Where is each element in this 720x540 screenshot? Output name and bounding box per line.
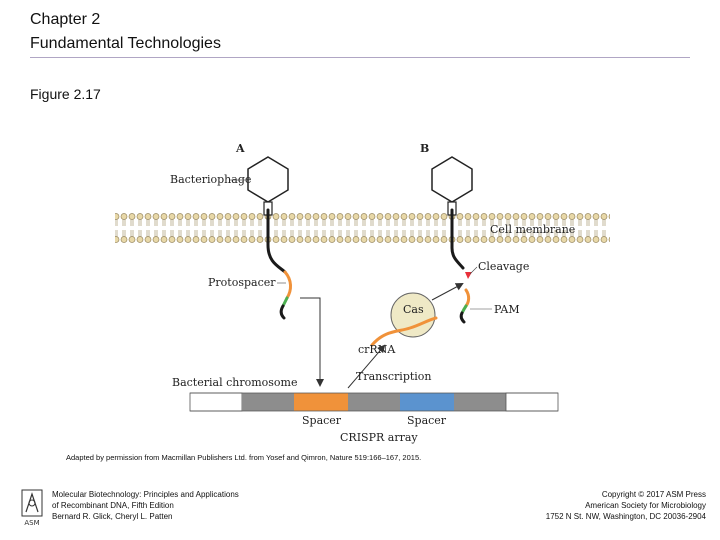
- slide-header: Chapter 2 Fundamental Technologies: [30, 8, 221, 56]
- bacterial-chromosome-label: Bacterial chromosome: [172, 376, 297, 389]
- transcription-label: Transcription: [356, 370, 432, 383]
- book-authors: Bernard R. Glick, Cheryl L. Patten: [52, 512, 173, 521]
- book-edition: of Recombinant DNA, Fifth Edition: [52, 501, 174, 510]
- spacer-segment-2: [400, 393, 454, 411]
- chromosome-bar: [189, 392, 559, 412]
- repeat-segment-3: [454, 393, 506, 411]
- arrow-protospacer-to-chromosome: [300, 297, 324, 387]
- spacer-label-1: Spacer: [302, 414, 342, 427]
- panel-b-letter: B: [420, 142, 429, 155]
- cas-complex: [370, 292, 438, 347]
- injected-dna-a: [266, 208, 292, 320]
- chapter-title: Fundamental Technologies: [30, 35, 221, 52]
- cell-membrane: [115, 213, 610, 243]
- panel-a-letter: A: [235, 142, 245, 155]
- repeat-segment-1: [242, 393, 294, 411]
- publisher-line: American Society for Microbiology: [585, 501, 706, 510]
- spacer-label-2: Spacer: [407, 414, 447, 427]
- chapter-number: Chapter 2: [30, 11, 101, 28]
- cleavage-label: Cleavage: [478, 260, 529, 273]
- cell-membrane-label: Cell membrane: [490, 223, 575, 236]
- cas-label: Cas: [403, 303, 424, 316]
- pam-label: PAM: [494, 303, 520, 316]
- spacer-segment-1: [294, 393, 348, 411]
- address-line: 1752 N St. NW, Washington, DC 20036-2904: [545, 512, 706, 521]
- asm-press-logo: ASM: [21, 489, 43, 527]
- header-divider: [30, 57, 690, 58]
- injected-dna-b: [450, 208, 471, 324]
- arrow-transcription: [347, 344, 386, 389]
- bacteriophage-a: [247, 156, 289, 216]
- bacteriophage-label: Bacteriophage: [170, 173, 251, 186]
- book-citation: Molecular Biotechnology: Principles and …: [52, 489, 239, 522]
- bacteriophage-b: [431, 156, 473, 216]
- logo-text: ASM: [24, 519, 39, 527]
- figure-credit: Adapted by permission from Macmillan Pub…: [66, 453, 422, 462]
- copyright-block: Copyright © 2017 ASM Press American Soci…: [546, 489, 706, 522]
- figure-label: Figure 2.17: [30, 86, 101, 102]
- copyright-line: Copyright © 2017 ASM Press: [601, 490, 706, 499]
- protospacer-label: Protospacer: [208, 276, 276, 289]
- repeat-segment-2: [348, 393, 400, 411]
- crispr-array-label: CRISPR array: [340, 431, 418, 444]
- arrow-cas-to-target: [431, 283, 464, 301]
- book-title: Molecular Biotechnology: Principles and …: [52, 490, 239, 499]
